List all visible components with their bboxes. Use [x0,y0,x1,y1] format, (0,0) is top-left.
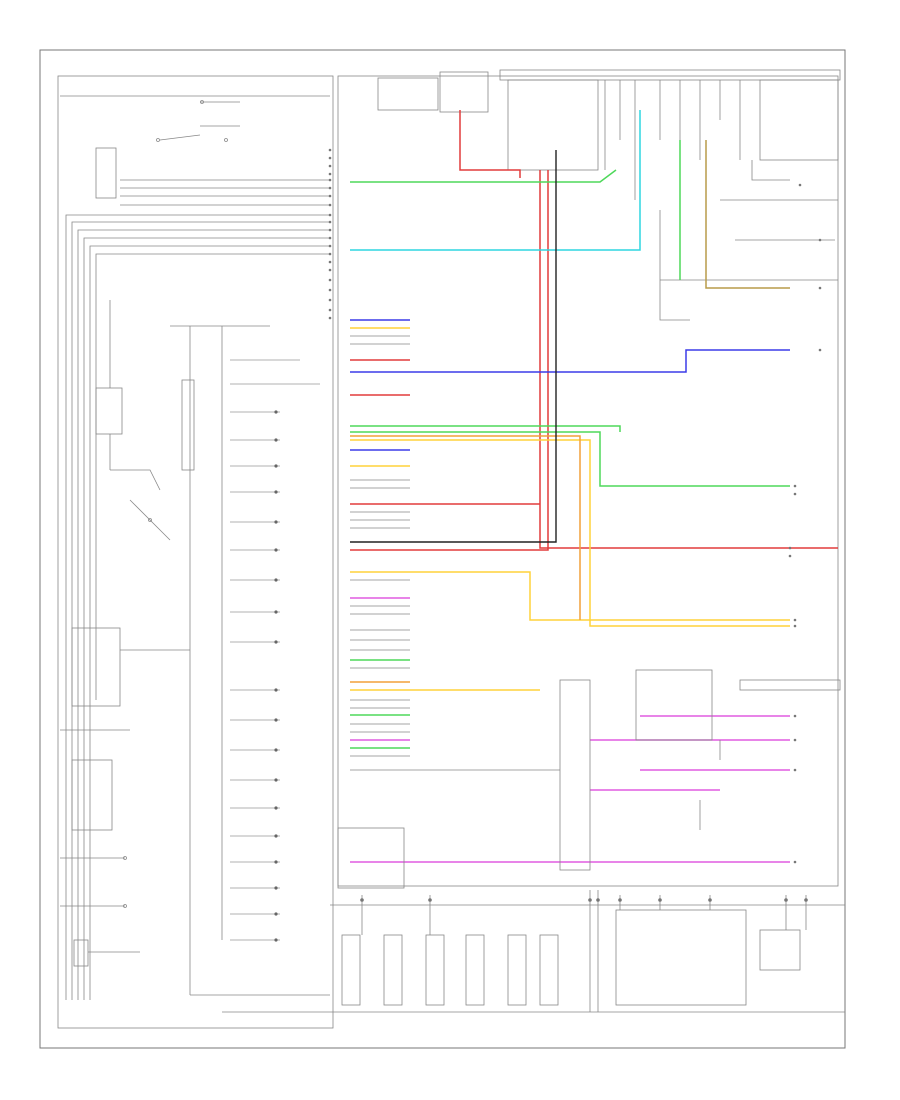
wire-khaki [705,140,790,289]
wire-green [350,140,790,749]
left-middle-module [71,300,190,707]
left-top-switches [156,100,240,142]
wire-blue [350,319,790,451]
right-connector-pins [788,183,822,864]
bottom-module-row [222,890,845,1013]
wire-yellow [350,327,790,691]
wire-magenta [350,597,790,863]
left-module-box [57,75,334,1029]
wire-red [350,110,838,551]
diagram-frame [39,49,846,1049]
ground-symbols [360,898,808,902]
pin-stubs [350,335,560,771]
main-module-box [337,75,839,887]
upper-switch-contacts [604,80,838,321]
wire-orange [350,435,581,683]
left-bottom-items [60,729,140,967]
indicator-lamp-list [230,359,320,941]
wire-cyan [350,110,641,251]
lower-right-module [337,669,841,889]
ground-bus [170,325,330,996]
connector-pins-upper [328,148,332,320]
indicator-lamp-symbols [274,410,278,942]
top-connector-blocks [377,69,841,171]
left-bus-lines [60,95,330,1000]
wire-black [350,150,557,543]
